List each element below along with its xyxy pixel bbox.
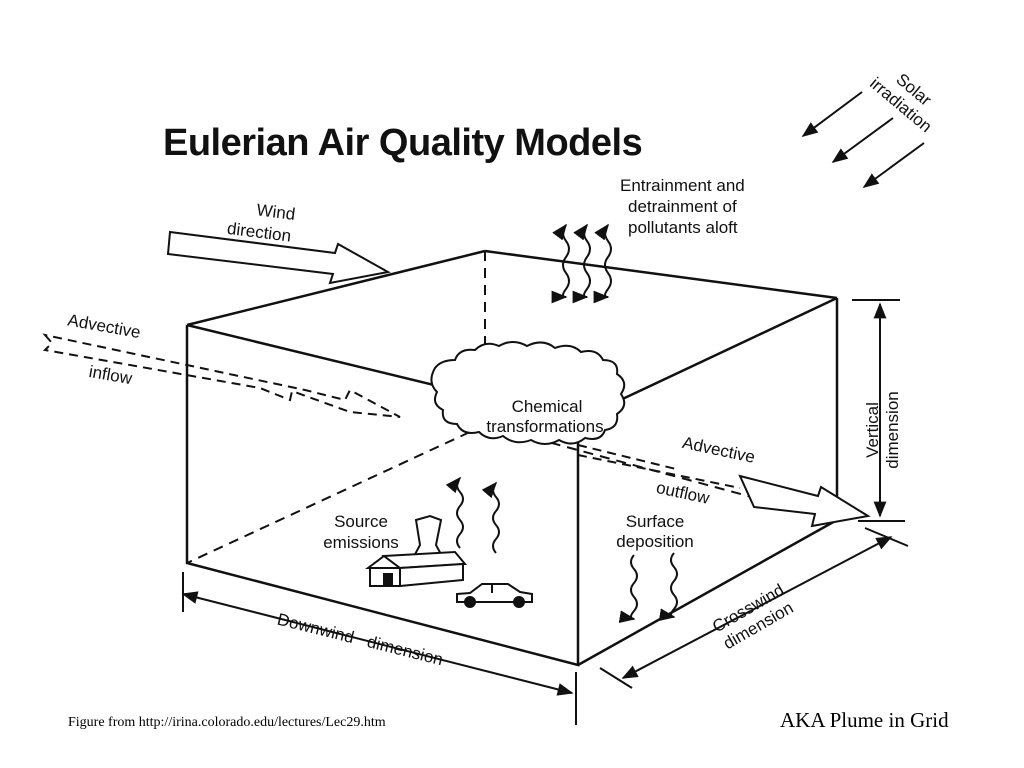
figure-credit: Figure from http://irina.colorado.edu/le… (68, 715, 386, 730)
svg-text:Advective: Advective (66, 311, 142, 343)
svg-text:Entrainment and: Entrainment and (620, 176, 745, 195)
svg-text:dimension: dimension (883, 391, 902, 469)
svg-text:emissions: emissions (323, 533, 399, 552)
advective-inflow-label-2: inflow (87, 362, 134, 388)
chemical-transformations-cloud (430, 341, 626, 445)
svg-text:Source: Source (334, 512, 388, 531)
entrainment-label: Entrainment and detrainment of pollutant… (620, 176, 745, 237)
wind-direction-arrow (166, 230, 391, 285)
downwind-dimension-arrow (181, 572, 577, 725)
vertical-dimension-label: Vertical dimension (863, 391, 902, 469)
advective-outflow-label: Advective (681, 433, 757, 467)
svg-text:Surface: Surface (626, 512, 685, 531)
svg-text:transformations: transformations (486, 417, 603, 436)
advective-outflow-dashed (577, 444, 741, 489)
svg-text:Wind: Wind (256, 200, 297, 224)
advective-outflow-label-2: outflow (655, 478, 712, 508)
vertical-dimension-arrow (852, 299, 905, 522)
surface-deposition-arrows (618, 552, 678, 623)
slide-note: AKA Plume in Grid (780, 708, 949, 732)
svg-text:Advective: Advective (681, 433, 757, 467)
svg-text:outflow: outflow (655, 478, 712, 508)
source-emissions-label: Source emissions (323, 512, 399, 552)
factory-icon (365, 550, 468, 588)
solar-arrows (801, 91, 925, 188)
downwind-dimension-label: Downwind dimension (275, 610, 445, 670)
source-emission-arrows (445, 476, 500, 554)
svg-text:deposition: deposition (616, 532, 694, 551)
svg-text:pollutants aloft: pollutants aloft (628, 218, 738, 237)
car-icon (456, 583, 533, 608)
advective-inflow-label: Advective (66, 311, 142, 343)
solar-irradiation-label: Solar irradiation (866, 70, 935, 137)
crosswind-dimension-label: Crosswind dimension (709, 580, 796, 653)
svg-text:Chemical: Chemical (512, 397, 583, 416)
svg-text:detrainment of: detrainment of (628, 197, 737, 216)
entrainment-arrows (551, 223, 612, 304)
surface-deposition-label: Surface deposition (616, 512, 694, 551)
advective-inflow-arrow (42, 333, 401, 418)
chemical-transformations-label: Chemical transformations (486, 397, 603, 436)
svg-text:inflow: inflow (87, 362, 134, 388)
slide-title: Eulerian Air Quality Models (163, 122, 643, 164)
wind-direction-label: Wind direction (226, 200, 297, 245)
svg-text:Downwind dimension: Downwind dimension (275, 610, 445, 670)
svg-text:Vertical: Vertical (863, 402, 882, 458)
crosswind-dimension-arrow (599, 527, 909, 689)
advective-outflow-arrow (738, 474, 871, 528)
